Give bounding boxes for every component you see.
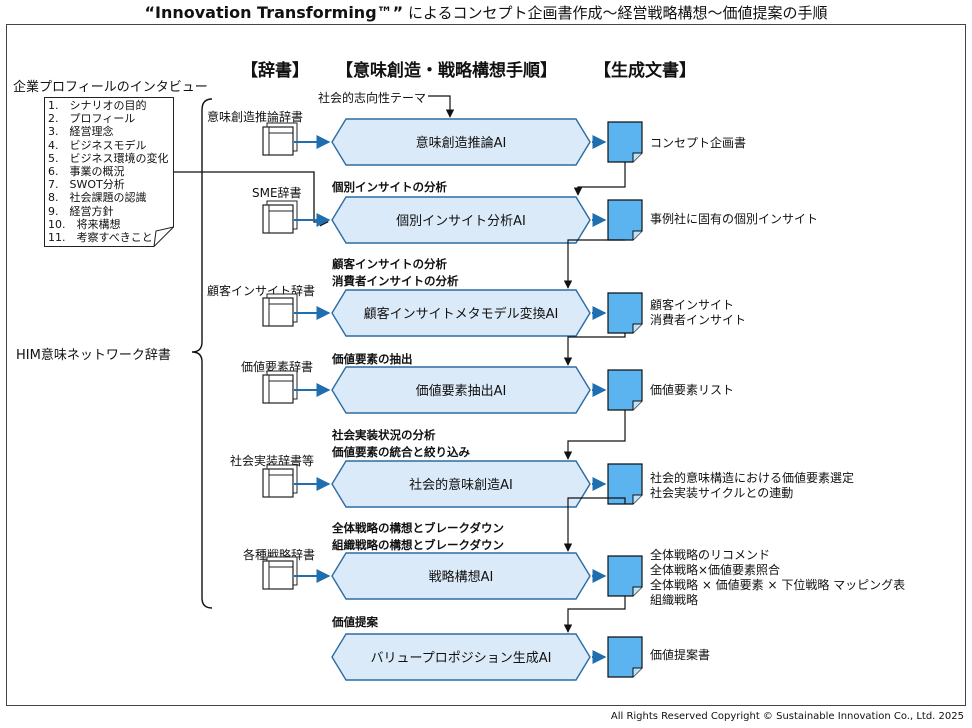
document-label: 社会的意味構造における価値要素選定 社会実装サイクルとの連動	[650, 471, 855, 500]
process-box	[331, 460, 591, 508]
step-label-1: 個別インサイトの分析	[332, 180, 447, 194]
flow-connector	[573, 162, 626, 196]
interview-title: 企業プロフィールのインタビュー	[13, 80, 208, 95]
interview-item: 2. プロフィール	[48, 112, 136, 126]
process-label: 顧客インサイトメタモデル変換AI	[364, 306, 559, 322]
interview-item: 3. 経営理念	[48, 125, 114, 139]
flow-connector	[563, 497, 626, 552]
interview-item: 5. ビジネス環境の変化	[48, 151, 169, 165]
interview-item: 7. SWOT分析	[48, 178, 125, 192]
document-label: 顧客インサイト 消費者インサイト	[650, 298, 747, 327]
social-theme-label: 社会的志向性テーマ	[318, 91, 427, 105]
process-label: 意味創造推論AI	[416, 135, 507, 151]
dictionary-brace	[191, 98, 213, 609]
interview-item: 6. 事業の概況	[48, 165, 125, 179]
step-label-5: 全体戦略の構想とブレークダウン 組織戦略の構想とブレークダウン	[332, 521, 505, 552]
flow-connector	[563, 333, 626, 366]
document-icon	[632, 667, 642, 677]
process-label: 価値要素抽出AI	[416, 383, 507, 399]
dictionaries-header: 【辞書】	[241, 61, 309, 81]
flow-connector	[563, 410, 626, 460]
process-label: 社会的意味創造AI	[409, 477, 513, 493]
interview-note	[44, 97, 174, 247]
step-label-3: 価値要素の抽出	[332, 352, 413, 366]
process-box	[331, 118, 591, 166]
dictionary-icon	[262, 204, 294, 234]
interview-item: 9. 経営方針	[48, 204, 114, 218]
interview-item: 1. シナリオの目的	[48, 99, 147, 112]
dictionary-label: 意味創造推論辞書	[207, 110, 304, 124]
interview-item: 10. 将来構想	[48, 217, 121, 231]
dictionary-icon	[262, 126, 294, 156]
process-box	[331, 289, 591, 337]
document-icon	[632, 230, 642, 240]
step-label-4: 社会実装状況の分析 価値要素の統合と絞り込み	[332, 428, 470, 459]
theme-connector	[428, 95, 455, 118]
procedure-header: 【意味創造・戦略構想手順】	[336, 61, 557, 81]
process-box	[331, 196, 591, 244]
document-label: 事例社に固有の個別インサイト	[650, 212, 819, 226]
document-label: 価値提案書	[650, 648, 711, 662]
dictionary-icon	[262, 374, 294, 404]
process-box	[331, 552, 591, 600]
dictionary-label: SME辞書	[252, 186, 302, 200]
document-icon	[632, 152, 642, 162]
diagram-frame	[6, 24, 966, 706]
copyright-footer: All Rights Reserved Copyright © Sustaina…	[610, 711, 964, 722]
dictionary-icon	[262, 560, 294, 590]
document-label: コンセプト企画書	[650, 136, 747, 150]
step-label-6: 価値提案	[332, 615, 378, 629]
him-dictionary-label: HIM意味ネットワーク辞書	[16, 348, 171, 363]
page-title: “Innovation Transforming™” によるコンセプト企画書作成…	[144, 3, 828, 22]
dictionary-icon	[262, 468, 294, 498]
document-label: 全体戦略のリコメンド 全体戦略×価値要素照合 全体戦略 × 価値要素 × 下位戦…	[650, 548, 906, 607]
flow-connector	[563, 239, 625, 289]
interview-item: 8. 社会課題の認識	[48, 191, 147, 205]
process-box	[331, 633, 591, 681]
documents-header: 【生成文書】	[594, 61, 696, 81]
flow-connector	[563, 596, 626, 633]
step-label-2: 顧客インサイトの分析 消費者インサイトの分析	[332, 257, 459, 288]
process-box	[331, 366, 591, 414]
process-label: バリュープロポジション生成AI	[371, 651, 552, 666]
document-icon	[632, 586, 642, 596]
dictionary-icon	[262, 297, 294, 327]
interview-item: 4. ビジネスモデル	[48, 138, 147, 152]
interview-item: 11. 考察すべきこと	[48, 231, 153, 245]
interview-list: 1. シナリオの目的 2. プロフィール 3. 経営理念 4. ビジネスモデル …	[48, 99, 169, 244]
document-icon	[632, 400, 642, 410]
process-label: 戦略構想AI	[429, 569, 494, 585]
process-label: 個別インサイト分析AI	[396, 214, 526, 229]
document-icon	[632, 323, 642, 333]
document-icon	[632, 494, 642, 504]
document-label: 価値要素リスト	[650, 383, 735, 397]
